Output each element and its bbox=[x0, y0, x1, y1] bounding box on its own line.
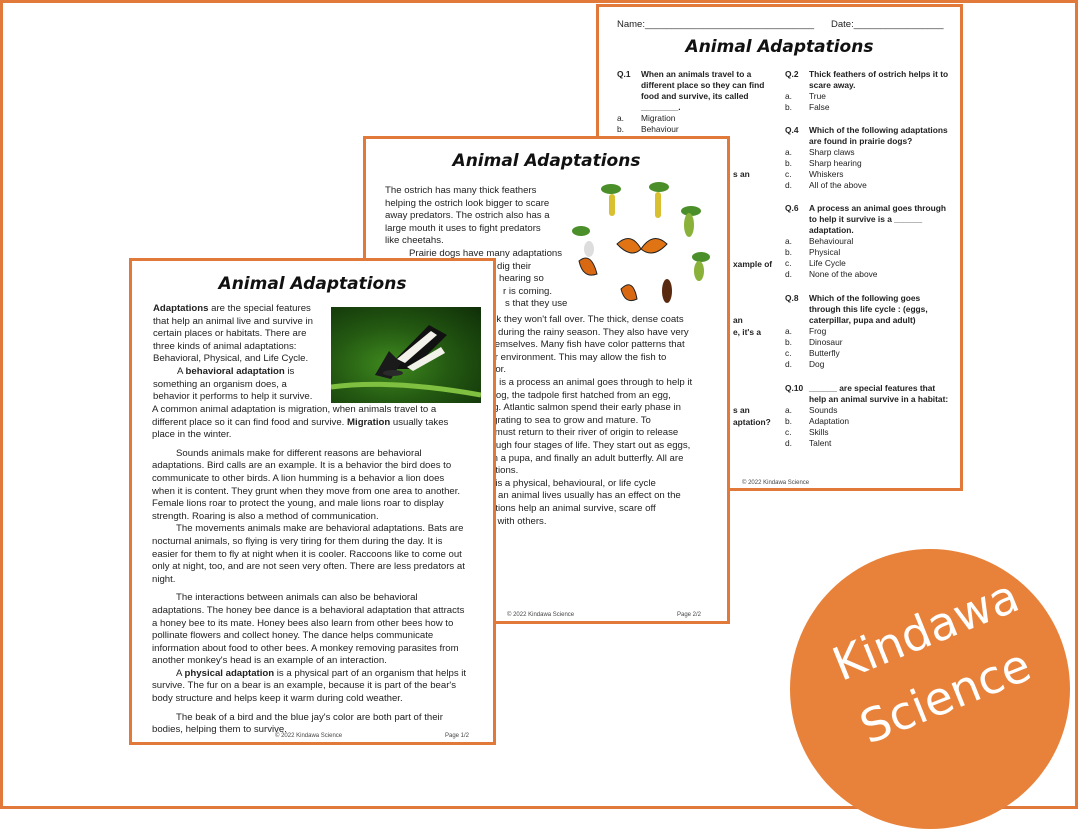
quiz-fragment: aptation? bbox=[733, 417, 771, 427]
quiz-fragment: s an bbox=[733, 169, 750, 179]
page-2-title: Animal Adaptations bbox=[452, 151, 641, 171]
quiz-fragment: an bbox=[733, 315, 743, 325]
question-2: Q.2 Thick feathers of ostrich helps it t… bbox=[785, 69, 949, 112]
quiz-fragment: xample of bbox=[733, 259, 773, 269]
body-text: A common animal adaptation is migration,… bbox=[152, 404, 467, 736]
option: d.All of the above bbox=[785, 180, 867, 190]
question-10: Q.10 ______ are special features that he… bbox=[785, 383, 949, 448]
option: a.Frog bbox=[785, 326, 827, 336]
butterfly-photo bbox=[331, 307, 481, 403]
quiz-title: Animal Adaptations bbox=[685, 37, 874, 57]
option: c.Life Cycle bbox=[785, 258, 846, 268]
option: d.None of the above bbox=[785, 269, 878, 279]
question-8: Q.8 Which of the following goes through … bbox=[785, 293, 950, 370]
page-number: Page 1/2 bbox=[445, 733, 470, 739]
option: b.Dinosaur bbox=[785, 337, 843, 347]
page-2-sheet: Animal Adaptations The ostrich has many … bbox=[363, 136, 730, 624]
option: b.Physical bbox=[785, 247, 841, 257]
question-6: Q.6 A process an animal goes through to … bbox=[785, 203, 950, 280]
option: a.Behavioural bbox=[785, 236, 854, 246]
option: c.Whiskers bbox=[785, 169, 844, 179]
option: d.Dog bbox=[785, 359, 825, 369]
page-2-text-bottom: walk they won't fall over. The thick, de… bbox=[482, 314, 693, 527]
option: c.Butterfly bbox=[785, 348, 840, 358]
option: a.Sounds bbox=[785, 405, 838, 415]
option: b.False bbox=[785, 102, 830, 112]
question-text: When an animals travel to a different pl… bbox=[641, 69, 765, 112]
date-field: Date:_________________ bbox=[831, 19, 944, 30]
question-number: Q.1 bbox=[617, 69, 631, 79]
outer-frame bbox=[0, 0, 1078, 809]
copyright: © 2022 Kindawa Science bbox=[507, 612, 575, 618]
option: b.Adaptation bbox=[785, 416, 850, 426]
butterfly-lifecycle-illustration bbox=[572, 182, 710, 303]
option: a.Migration bbox=[617, 113, 676, 123]
copyright: © 2022 Kindawa Science bbox=[275, 733, 343, 739]
option: d.Talent bbox=[785, 438, 832, 448]
kindawa-science-badge: Kindawa Science bbox=[790, 549, 1070, 829]
name-field: Name:________________________________ bbox=[617, 19, 815, 30]
copyright: © 2022 Kindawa Science bbox=[742, 480, 810, 486]
quiz-fragment: e, it's a bbox=[733, 327, 762, 337]
option: a.True bbox=[785, 91, 826, 101]
option: a.Sharp claws bbox=[785, 147, 855, 157]
question-4: Q.4 Which of the following adaptations a… bbox=[785, 125, 950, 191]
intro-paragraph: Adaptations are the special features tha… bbox=[153, 303, 313, 403]
quiz-fragment: s an bbox=[733, 405, 750, 415]
option: c.Skills bbox=[785, 427, 829, 437]
page-1-sheet: Animal Adaptations Adaptations are the s… bbox=[129, 258, 496, 745]
page-2-text-top: The ostrich has many thick feathers help… bbox=[385, 185, 568, 310]
page-1-title: Animal Adaptations bbox=[218, 274, 407, 294]
question-1: Q.1 When an animals travel to a differen… bbox=[617, 69, 767, 135]
option: b.Behaviour bbox=[617, 124, 679, 134]
option: b.Sharp hearing bbox=[785, 158, 862, 168]
page-number: Page 2/2 bbox=[677, 612, 702, 618]
